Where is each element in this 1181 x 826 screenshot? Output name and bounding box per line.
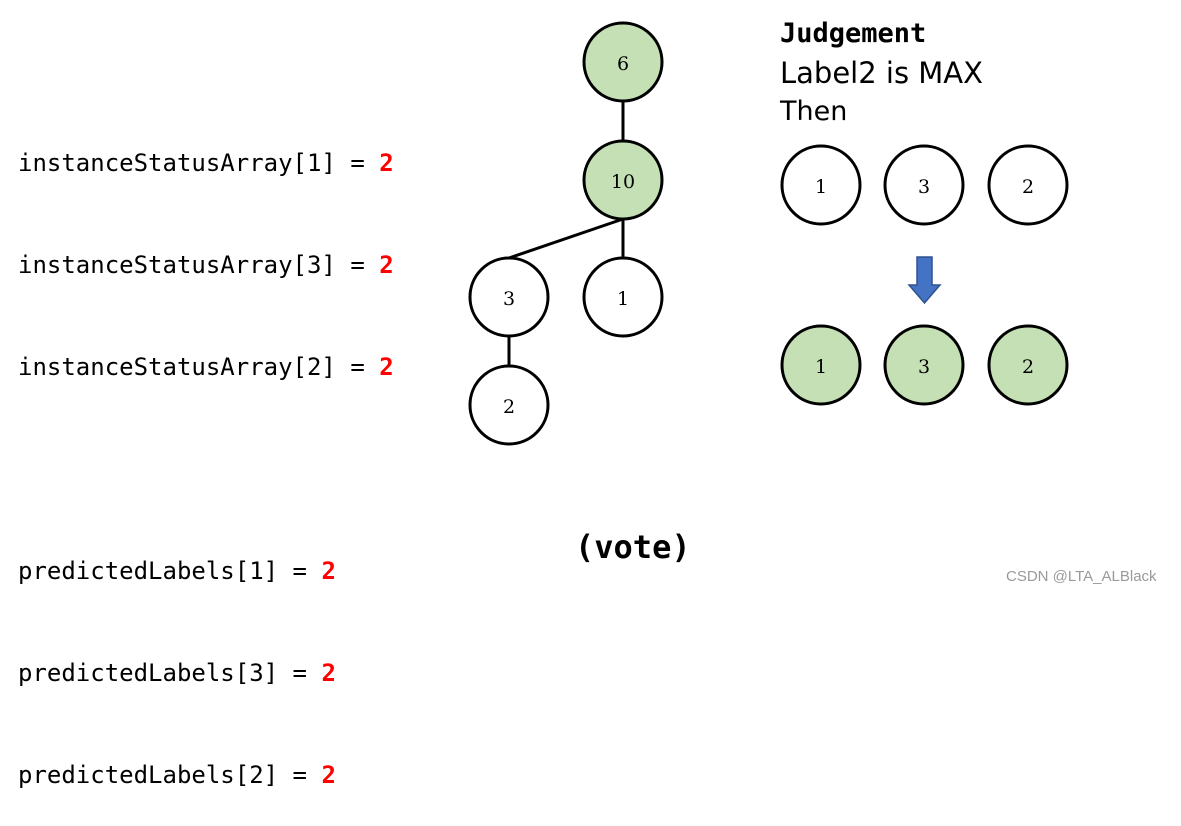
before-node-3: 3 <box>883 144 965 226</box>
before-nodes: 1 3 2 <box>780 144 1069 226</box>
label-line-1: predictedLabels[1] = 2 <box>18 554 394 588</box>
status-line-text: instanceStatusArray[2] = <box>18 353 380 381</box>
down-arrow-icon <box>907 256 942 305</box>
status-line-text: instanceStatusArray[3] = <box>18 251 380 279</box>
label-line-3: predictedLabels[2] = 2 <box>18 758 394 792</box>
before-node-label: 1 <box>815 176 827 198</box>
tree-node-label: 1 <box>617 288 629 310</box>
after-node-2: 2 <box>987 324 1069 406</box>
diagram-canvas: 6 10 3 1 2 1 3 2 1 <box>468 21 1069 446</box>
status-line-2: instanceStatusArray[3] = 2 <box>18 248 394 282</box>
tree-node-10: 10 <box>582 139 664 221</box>
status-line-text: instanceStatusArray[1] = <box>18 149 380 177</box>
tree-node-label: 10 <box>611 171 635 193</box>
judgement-title: Judgement <box>780 18 927 49</box>
status-line-value: 2 <box>379 149 394 177</box>
before-node-label: 3 <box>918 176 930 198</box>
label-line-value: 2 <box>321 761 336 789</box>
caption: (vote) <box>575 528 691 566</box>
status-line-3: instanceStatusArray[2] = 2 <box>18 350 394 384</box>
judgement-max-line: Label2 is MAX <box>780 56 984 90</box>
status-line-1: instanceStatusArray[1] = 2 <box>18 146 394 180</box>
tree-node-6: 6 <box>582 21 664 103</box>
label-line-value: 2 <box>321 659 336 687</box>
tree-node-2: 2 <box>468 364 550 446</box>
after-node-label: 3 <box>918 356 930 378</box>
before-node-2: 2 <box>987 144 1069 226</box>
watermark: CSDN @LTA_ALBlack <box>1006 568 1157 585</box>
tree-node-3: 3 <box>468 256 550 338</box>
tree-edges <box>507 101 625 366</box>
edge-10-3 <box>508 217 624 260</box>
label-line-text: predictedLabels[1] = <box>18 557 322 585</box>
label-line-value: 2 <box>321 557 336 585</box>
tree-node-label: 2 <box>503 396 515 418</box>
after-node-1: 1 <box>780 324 862 406</box>
tree-node-label: 3 <box>503 288 515 310</box>
before-node-label: 2 <box>1022 176 1034 198</box>
tree-node-1: 1 <box>582 256 664 338</box>
label-line-text: predictedLabels[3] = <box>18 659 322 687</box>
after-node-label: 2 <box>1022 356 1034 378</box>
status-line-value: 2 <box>379 353 394 381</box>
after-node-label: 1 <box>815 356 827 378</box>
label-line-2: predictedLabels[3] = 2 <box>18 656 394 690</box>
after-node-3: 3 <box>883 324 965 406</box>
before-node-1: 1 <box>780 144 862 226</box>
judgement-then-line: Then <box>780 96 848 127</box>
label-line-text: predictedLabels[2] = <box>18 761 322 789</box>
status-line-value: 2 <box>379 251 394 279</box>
after-nodes: 1 3 2 <box>780 324 1069 406</box>
tree-node-label: 6 <box>617 53 629 75</box>
